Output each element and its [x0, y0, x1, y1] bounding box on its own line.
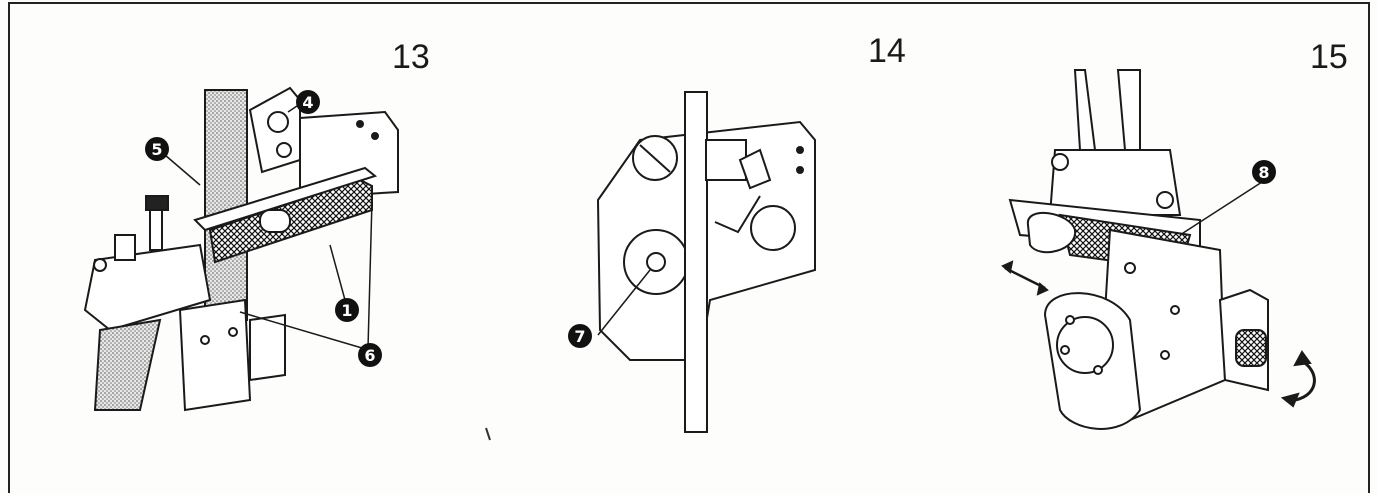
callout-1: 1: [335, 298, 359, 322]
figure-15-drawing: [1001, 69, 1316, 430]
callout-4: 4: [296, 90, 320, 114]
figure-15-number: 15: [1310, 38, 1348, 76]
callout-6: 6: [358, 343, 382, 367]
figure-14-number: 14: [868, 32, 906, 70]
figure-13-number: 13: [392, 38, 430, 76]
illustration-frame: [8, 2, 1370, 493]
figure-14-drawing: [596, 91, 816, 433]
figure-13-drawing: [83, 86, 399, 412]
callout-8: 8: [1252, 160, 1276, 184]
callout-7: 7: [568, 324, 592, 348]
stray-mark: [485, 427, 491, 441]
callout-5: 5: [145, 137, 169, 161]
